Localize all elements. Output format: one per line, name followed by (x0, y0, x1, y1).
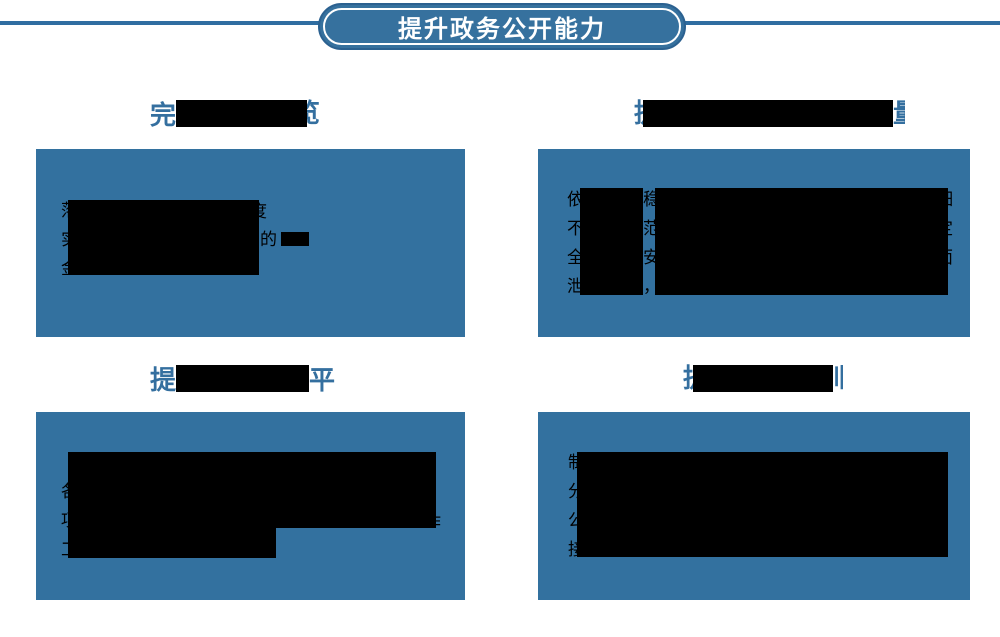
text-fragment: 泄 (567, 277, 580, 296)
pill-inner-border (323, 8, 681, 45)
text-fragment: 定 (948, 219, 953, 239)
heading-4-redaction (693, 364, 833, 392)
heading-1-prefix: 完 (150, 99, 177, 130)
text-fragment: 分 (568, 482, 581, 501)
text-fragment: 公 (568, 511, 581, 530)
section-panel-4: 制 分 公 接 (538, 412, 970, 600)
heading-2-prefix: 提 (634, 98, 643, 128)
text-fragment: 作 (436, 513, 442, 533)
section-heading-3: 提 平 (150, 362, 336, 395)
heading-3-prefix: 提 (150, 364, 177, 395)
heading-3-suffix: 平 (309, 364, 336, 395)
text-fragment: 各 (61, 482, 68, 502)
section-panel-3: 各 项 工 作 (36, 412, 465, 600)
text-fragment: 范 (643, 219, 655, 238)
section-panel-2: 依 稳 细 不 范 定 全 安 面 泄 ， (538, 149, 970, 337)
redaction-block (68, 200, 259, 275)
redaction-block (281, 232, 309, 246)
heading-4-suffix: 训 (833, 363, 843, 393)
heading-4-prefix: 提 (683, 363, 693, 393)
section-heading-4: 提 训 (683, 362, 843, 394)
redaction-block (577, 452, 948, 557)
text-fragment: 不 (567, 219, 580, 238)
text-fragment: 金 (61, 259, 68, 279)
heading-1-suffix: 览 (307, 98, 320, 128)
text-fragment: 全 (567, 248, 580, 267)
page-title: 提升政务公开能力 (398, 16, 606, 43)
text-fragment: 工 (61, 540, 68, 560)
text-fragment: 稳 (643, 190, 655, 209)
text-fragment: 安 (643, 248, 655, 267)
text-fragment: 实 (61, 230, 68, 250)
heading-1-redaction (176, 99, 308, 127)
section-heading-1: 完 览 (150, 97, 320, 130)
redaction-block (68, 528, 276, 558)
text-fragment: 接 (568, 540, 578, 559)
text-fragment: 面 (948, 248, 953, 268)
heading-3-redaction (176, 364, 310, 392)
heading-2-redaction (643, 99, 893, 127)
text-fragment: 项 (61, 511, 68, 531)
text-fragment: ， (643, 277, 655, 297)
text-fragment: 依 (567, 190, 580, 209)
redaction-block (655, 188, 948, 295)
heading-2-suffix: 量 (893, 98, 905, 128)
text-fragment: 细 (948, 190, 953, 210)
text-fragment: 制 (568, 453, 578, 472)
redaction-block (68, 452, 436, 528)
text-fragment: 落 (61, 201, 68, 221)
section-heading-2: 提 量 (634, 97, 905, 129)
section-panel-1: 落 度 实 的 金 (36, 149, 465, 337)
text-fragment: 度 (259, 202, 267, 222)
page-title-badge: 提升政务公开能力 (318, 3, 686, 50)
text-fragment: 的 (260, 230, 277, 249)
redaction-block (580, 188, 643, 295)
